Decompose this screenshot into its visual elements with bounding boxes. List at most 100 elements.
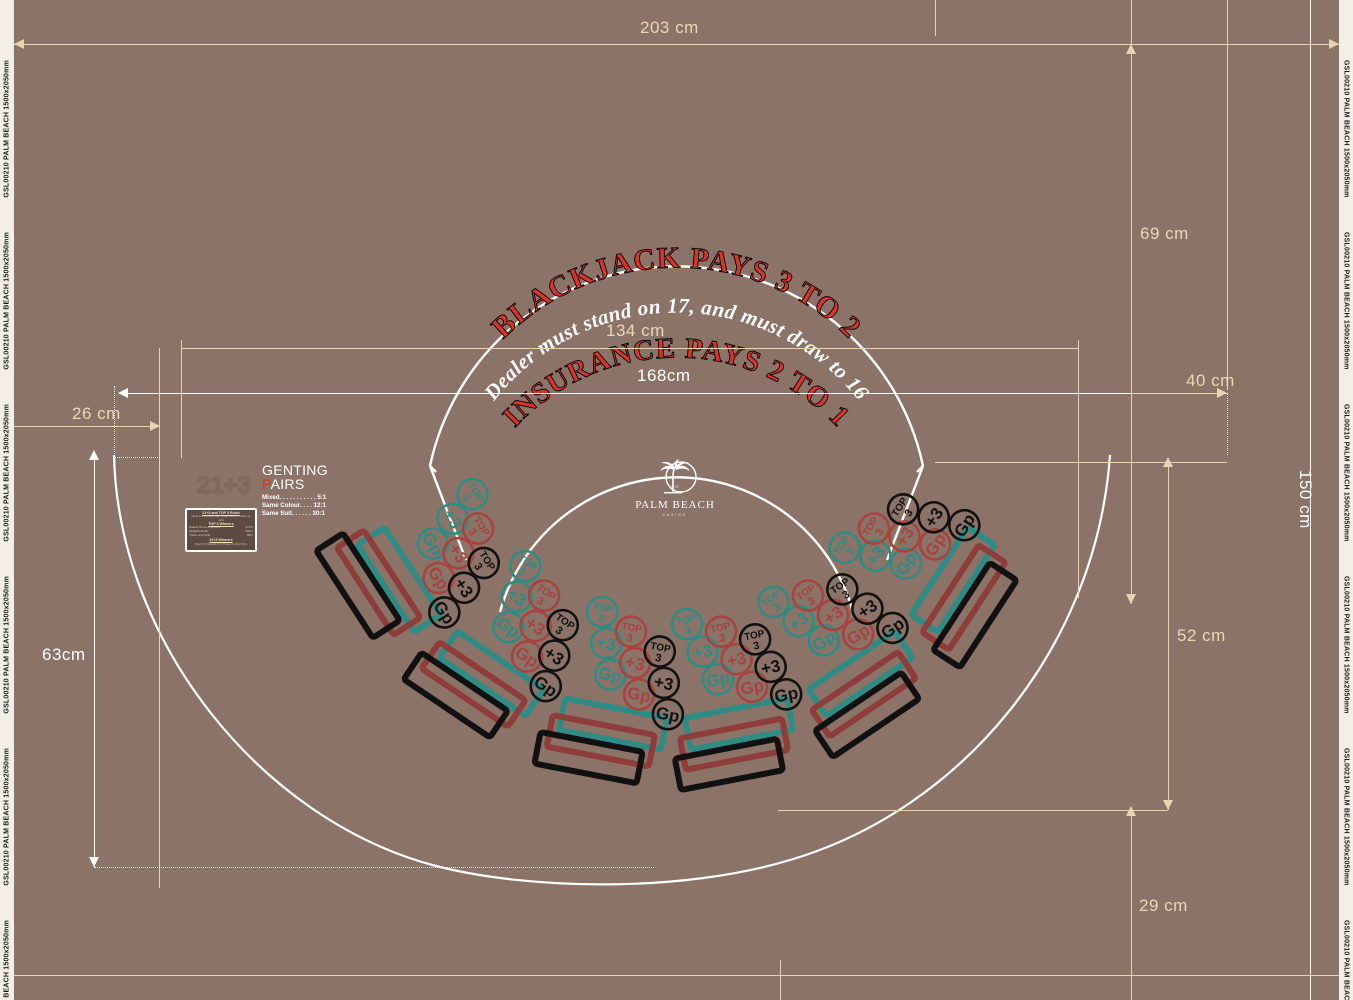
table-edge-arc [112, 454, 1112, 886]
bet-spot[interactable] [617, 645, 652, 680]
bet-spot[interactable] [685, 634, 720, 669]
bet-box-outline [401, 650, 510, 740]
dim-line-29 [1131, 810, 1132, 1000]
bet-spot[interactable] [822, 569, 864, 611]
bet-spot[interactable] [837, 613, 879, 655]
bet-spot[interactable] [589, 626, 624, 661]
bet-spot[interactable] [496, 576, 538, 618]
edge-strip-label: GSL00210 PALM BEACH 1500x2050mm [1342, 232, 1350, 370]
dim-tie-52-bottom [778, 810, 1168, 811]
edge-strip-label: GSL00210 PALM BEACH 1500x2050mm [3, 748, 11, 886]
bet-spot[interactable] [778, 600, 820, 642]
bet-spot[interactable] [613, 614, 648, 649]
bet-box[interactable] [901, 525, 1026, 670]
bet-spot-label: +3 [820, 602, 847, 629]
bet-spot[interactable] [585, 594, 620, 629]
bet-spot[interactable] [650, 697, 685, 732]
bet-box[interactable] [401, 621, 546, 747]
bet-spot[interactable] [593, 657, 628, 692]
bet-spot[interactable] [642, 634, 677, 669]
bet-spot[interactable] [882, 489, 923, 530]
bet-spot[interactable] [412, 523, 453, 564]
bet-spot[interactable] [525, 665, 567, 707]
bet-spot-label: Gp [892, 549, 921, 579]
bet-spot[interactable] [523, 575, 565, 617]
bet-spot-label: +3 [450, 575, 476, 602]
bet-box-outline [677, 716, 791, 773]
bet-box[interactable] [668, 695, 801, 793]
bet-spot[interactable] [719, 642, 754, 677]
bet-spot[interactable] [884, 516, 925, 557]
bet-box[interactable] [794, 629, 934, 759]
bet-spot[interactable] [944, 504, 985, 545]
bet-spot[interactable] [753, 581, 795, 623]
bet-spot[interactable] [738, 622, 773, 657]
bet-spot[interactable] [787, 575, 829, 617]
bet-spot-label: Gp [512, 643, 542, 672]
bet-spot[interactable] [914, 524, 955, 565]
bet-spot[interactable] [488, 606, 530, 648]
rules-row-odds: 270:1 [245, 525, 253, 530]
bet-spot[interactable] [622, 677, 657, 712]
dim-line-150 [1310, 0, 1311, 1000]
edge-strip-label: GSL00210 PALM BEACH 1500x2050mm [3, 404, 11, 542]
bet-spot-label: +3 [503, 584, 530, 611]
bet-spot[interactable] [700, 662, 735, 697]
dim-guide-right-outer [1227, 0, 1228, 390]
bet-spot-label: Gp [705, 668, 732, 691]
dim-line-63 [94, 455, 95, 867]
bet-spot[interactable] [443, 567, 484, 608]
bet-spot[interactable] [506, 636, 548, 678]
bet-spot-label: 3 [625, 632, 633, 645]
bet-spot[interactable] [515, 605, 557, 647]
bet-spot[interactable] [735, 669, 770, 704]
bet-box[interactable] [531, 695, 670, 787]
bet-spot-label: TOP [516, 553, 539, 574]
bet-box-outline [437, 629, 546, 718]
bet-spot[interactable] [703, 614, 738, 649]
bet-spot[interactable] [847, 588, 889, 630]
bet-spot-label: 3 [471, 561, 484, 573]
bet-spot[interactable] [457, 508, 498, 549]
bet-spot[interactable] [432, 498, 473, 539]
bet-spot[interactable] [769, 677, 804, 712]
bet-spot-label: 3 [466, 527, 479, 539]
rules-card[interactable]: 21+3 and TOP 3 Rules Hand must contain A… [185, 508, 257, 552]
bet-spot[interactable] [505, 545, 547, 587]
bet-spot[interactable] [463, 542, 504, 583]
edge-strip-label: GSL00210 PALM BEACH 1500x2050mm [3, 60, 11, 198]
bet-spot-label: TOP [861, 515, 882, 538]
bet-spot[interactable] [452, 473, 493, 514]
bet-spot-label: 3 [752, 640, 760, 653]
bet-spot[interactable] [542, 604, 584, 646]
bet-spot-label: Gp [773, 683, 800, 706]
bet-spot[interactable] [646, 665, 681, 700]
bet-spot[interactable] [853, 508, 894, 549]
dim-dotted-left-h [114, 457, 160, 458]
bet-spot[interactable] [872, 607, 914, 649]
bet-spot[interactable] [803, 620, 845, 662]
bet-spot[interactable] [855, 535, 896, 576]
bet-spot[interactable] [753, 649, 788, 684]
bet-spot[interactable] [418, 557, 459, 598]
genting-paytable-row: Same Suit. . . . . . 30:1 [262, 510, 325, 518]
dim-line-26 [14, 426, 159, 427]
bet-spot[interactable] [438, 533, 479, 574]
bet-box[interactable] [314, 513, 443, 653]
bet-spot-label: Gp [418, 529, 447, 559]
bet-box-outline [682, 695, 796, 753]
bet-spot[interactable] [669, 606, 704, 641]
dim-label-69: 69 cm [1140, 224, 1189, 243]
bet-spot[interactable] [424, 592, 465, 633]
bet-spot-label: Gp [950, 510, 979, 540]
dim-line-40 [1131, 393, 1227, 394]
bet-spot[interactable] [824, 527, 865, 568]
bet-spot[interactable] [812, 594, 854, 636]
bet-spot[interactable] [533, 635, 575, 677]
bet-spot[interactable] [913, 497, 954, 538]
bet-spot[interactable] [885, 543, 926, 584]
